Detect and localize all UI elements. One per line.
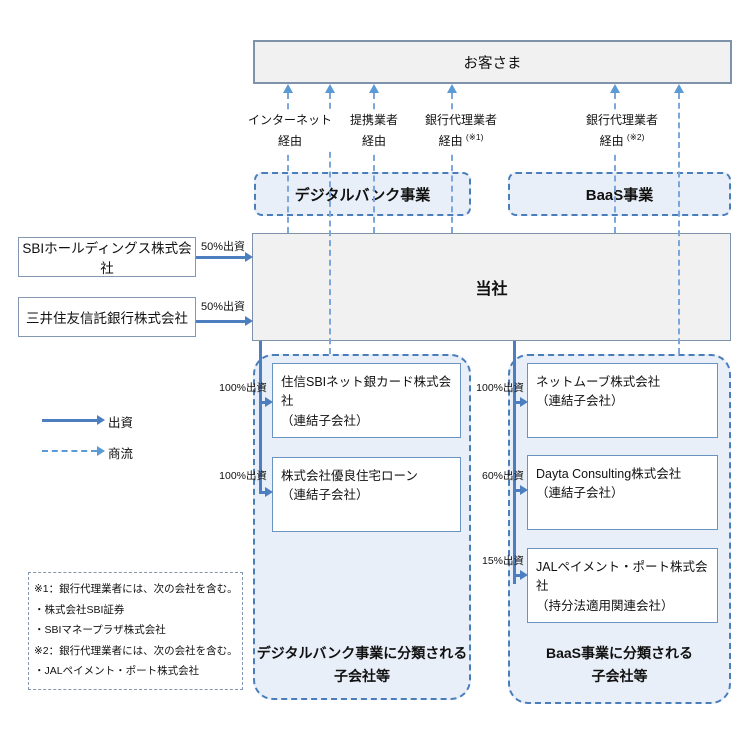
flow-line-bank-agent-2 [614, 93, 616, 233]
right-arrow-icon [245, 252, 253, 262]
subsidiary-box-jal-payment-port: JALペイメント・ポート株式会社 （持分法適用関連会社） [527, 548, 718, 623]
company-label: 当社 [475, 281, 508, 298]
legend-solid-arrow [42, 419, 97, 422]
investment-branch-line [513, 574, 520, 577]
digital-bank-label: デジタルバンク事業 [294, 186, 431, 204]
subsidiary-box-netmove: ネットムーブ株式会社 （連結子会社） [527, 363, 718, 438]
digital-group-caption: デジタルバンク事業に分類される 子会社等 [256, 645, 468, 684]
subsidiary-box-netbank-card: 住信SBIネット銀カード株式会社 （連結子会社） [272, 363, 461, 438]
up-arrow-icon [610, 84, 620, 93]
investment-branch-line [259, 401, 266, 404]
investment-trunk-right [513, 341, 516, 584]
stake-label-jal: 15%出資 [481, 555, 524, 567]
flow-line-bank-agent-1 [451, 93, 453, 233]
flow-line-partner [373, 93, 375, 233]
right-arrow-icon [97, 415, 105, 425]
baas-group-caption: BaaS事業に分類される 子会社等 [545, 645, 694, 684]
investment-branch-line [513, 489, 520, 492]
channel-label-internet: インターネット 経由 [248, 111, 332, 151]
up-arrow-icon [674, 84, 684, 93]
right-arrow-icon [245, 316, 253, 326]
legend-label-commerce-flow: 商流 [108, 447, 134, 461]
customer-label: お客さま [463, 55, 522, 72]
footnote-line: ※2：銀行代理業者には、次の会社を含む。 [34, 644, 238, 657]
stake-label-netmove: 100%出資 [476, 382, 524, 394]
investment-branch-line [513, 401, 520, 404]
channel-label-bank-agent-1: 銀行代理業者 経由 (※1) [411, 111, 511, 151]
investment-arrow-line [196, 320, 245, 323]
footnote-line: ・SBIマネープラザ株式会社 [34, 624, 166, 636]
channel-label-bank-agent-2: 銀行代理業者 経由 (※2) [572, 111, 672, 151]
flow-line-internet [287, 93, 289, 233]
business-unit-digital-bank: デジタルバンク事業 [254, 172, 471, 216]
stake-label-sbi: 50%出資 [200, 241, 246, 253]
right-arrow-icon [520, 570, 528, 580]
right-arrow-icon [520, 485, 528, 495]
stake-label-smtb: 50%出資 [200, 301, 246, 313]
right-arrow-icon [97, 446, 105, 456]
subsidiary-box-dayta-consulting: Dayta Consulting株式会社 （連結子会社） [527, 455, 718, 530]
stake-label-netbank-card: 100%出資 [219, 382, 267, 394]
footnote-line: ・JALペイメント・ポート株式会社 [34, 665, 200, 677]
footnote-line: ※1：銀行代理業者には、次の会社を含む。 [34, 583, 238, 595]
up-arrow-icon [325, 84, 335, 93]
right-arrow-icon [265, 487, 273, 497]
stake-label-yuryo-loan: 100%出資 [219, 470, 267, 482]
shareholder-box-smtb: 三井住友信託銀行株式会社 [18, 297, 196, 337]
up-arrow-icon [283, 84, 293, 93]
up-arrow-icon [447, 84, 457, 93]
customer-box: お客さま [253, 40, 732, 84]
investment-trunk-left [259, 341, 262, 493]
baas-label: BaaS事業 [585, 186, 654, 204]
company-box: 当社 [252, 233, 731, 341]
stake-label-dayta: 60%出資 [481, 470, 524, 482]
business-unit-baas: BaaS事業 [508, 172, 731, 216]
footnote-line: ・株式会社SBI証券 [34, 603, 125, 616]
up-arrow-icon [369, 84, 379, 93]
channel-label-partner: 提携業者 経由 [332, 111, 416, 151]
subsidiary-box-yuryo-loan: 株式会社優良住宅ローン （連結子会社） [272, 457, 461, 532]
footnotes-box: ※1：銀行代理業者には、次の会社を含む。 ・株式会社SBI証券 ・SBIマネープ… [28, 572, 243, 690]
flow-line-digital-through [329, 93, 331, 354]
investment-arrow-line [196, 256, 245, 259]
investment-branch-line [259, 491, 266, 494]
right-arrow-icon [265, 397, 273, 407]
legend-label-investment: 出資 [108, 416, 134, 430]
legend-dashed-arrow [42, 450, 97, 452]
right-arrow-icon [520, 397, 528, 407]
flow-line-baas-through [678, 93, 680, 354]
shareholder-box-sbi-holdings: SBIホールディングス株式会社 [18, 237, 196, 277]
